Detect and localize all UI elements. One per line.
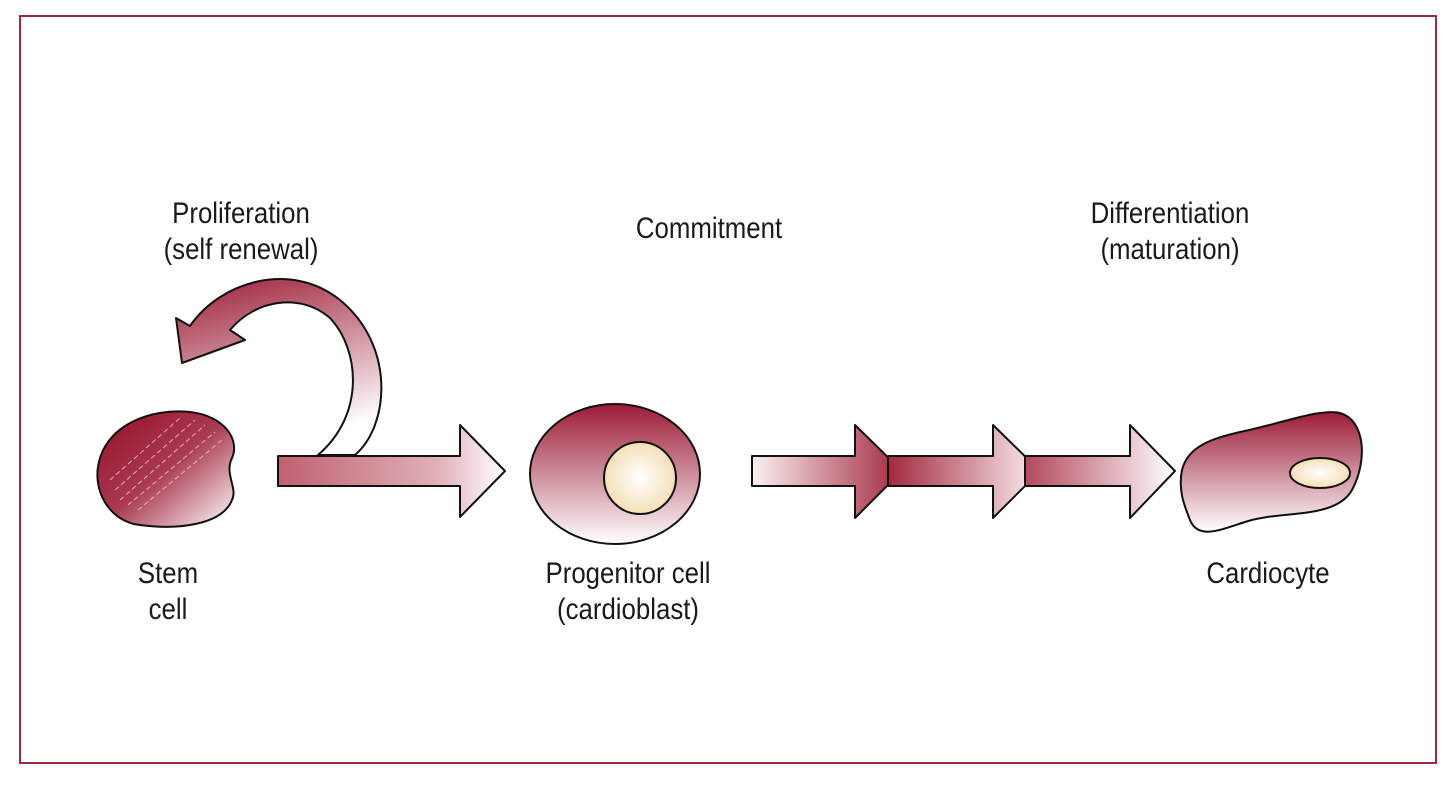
differentiation-label-line2: (maturation) [1100, 233, 1240, 266]
stem-cell-label-line2: cell [148, 593, 188, 626]
differentiation-arrow-2 [887, 424, 1041, 519]
differentiation-arrow-3 [1024, 424, 1176, 519]
differentiation-label: Differentiation (maturation) [1067, 196, 1273, 268]
proliferation-label-line2: (self renewal) [163, 233, 319, 266]
cardiocyte-nucleus [1289, 457, 1351, 489]
commitment-arrow [277, 424, 506, 518]
diagram-frame [19, 15, 1437, 764]
stem-cell-label: Stem cell [125, 556, 211, 628]
cardiocyte-label-line1: Cardiocyte [1206, 557, 1330, 590]
progenitor-cell [529, 403, 701, 545]
proliferation-label-line1: Proliferation [172, 197, 310, 230]
commitment-label-line1: Commitment [635, 212, 783, 245]
stem-cell [96, 410, 236, 528]
progenitor-nucleus [603, 441, 677, 515]
proliferation-label: Proliferation (self renewal) [146, 196, 337, 268]
cardiocyte-cell [1179, 411, 1363, 533]
self-renewal-arrow [175, 278, 383, 456]
differentiation-arrow-1 [751, 424, 903, 519]
progenitor-cell-label: Progenitor cell (cardioblast) [525, 556, 731, 628]
commitment-label: Commitment [615, 211, 802, 247]
cardiocyte-label: Cardiocyte [1191, 556, 1346, 592]
progenitor-cell-label-line1: Progenitor cell [545, 557, 711, 590]
stem-cell-label-line1: Stem [137, 557, 199, 590]
differentiation-label-line1: Differentiation [1090, 197, 1250, 230]
progenitor-cell-label-line2: (cardioblast) [557, 593, 699, 626]
